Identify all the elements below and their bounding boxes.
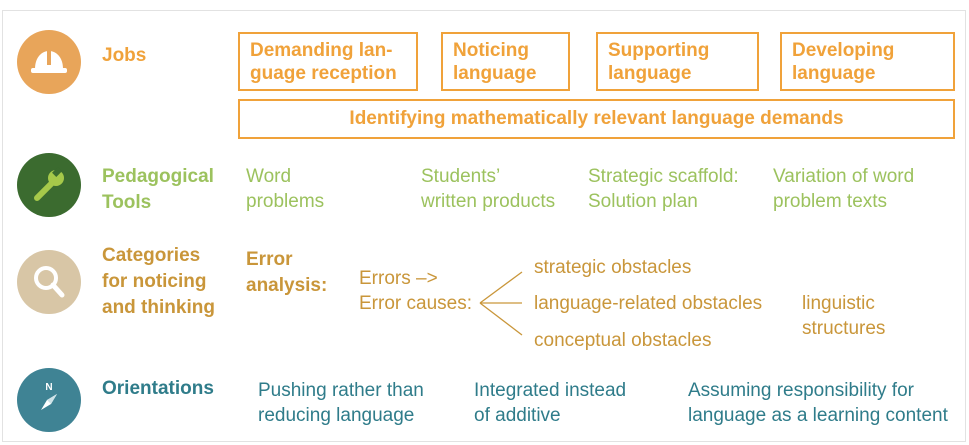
magnifier-icon (17, 250, 81, 314)
categories-label: Categories for noticing and thinking (102, 245, 215, 318)
orientations-label: Orientations (102, 378, 214, 399)
obstacle-strategic: strategic obstacles (534, 257, 692, 278)
jobs-label: Jobs (102, 45, 147, 66)
tool-strategic-scaffold: Strategic scaffold: Solution plan (588, 166, 739, 212)
job-box-supporting: Supporting language (596, 32, 759, 91)
errors-text: Errors –> Error causes: (359, 268, 472, 314)
compass-icon: N (17, 368, 81, 432)
linguistic-structures: linguistic structures (802, 293, 886, 339)
hard-hat-icon (17, 30, 81, 94)
orientation-pushing: Pushing rather than reducing language (258, 380, 424, 426)
svg-text:N: N (45, 382, 52, 393)
tool-word-problems: Word problems (246, 166, 325, 212)
tool-written-products: Students’ written products (421, 166, 556, 212)
wrench-icon (17, 153, 81, 217)
orientation-integrated: Integrated instead of additive (474, 380, 627, 426)
job-box-reception: Demanding lan- guage reception (238, 32, 418, 91)
job-box-identifying: Identifying mathematically relevant lang… (238, 99, 955, 139)
obstacle-language: language-related obstacles (534, 293, 763, 314)
job-box-noticing: Noticing language (441, 32, 570, 91)
tools-label: Pedagogical Tools (102, 166, 214, 213)
tool-variation-texts: Variation of word problem texts (773, 166, 915, 212)
error-analysis-label: Error analysis: (246, 249, 328, 296)
obstacle-conceptual: conceptual obstacles (534, 330, 712, 351)
job-box-developing: Developing language (780, 32, 955, 91)
orientation-responsibility: Assuming responsibility for language as … (688, 380, 948, 426)
